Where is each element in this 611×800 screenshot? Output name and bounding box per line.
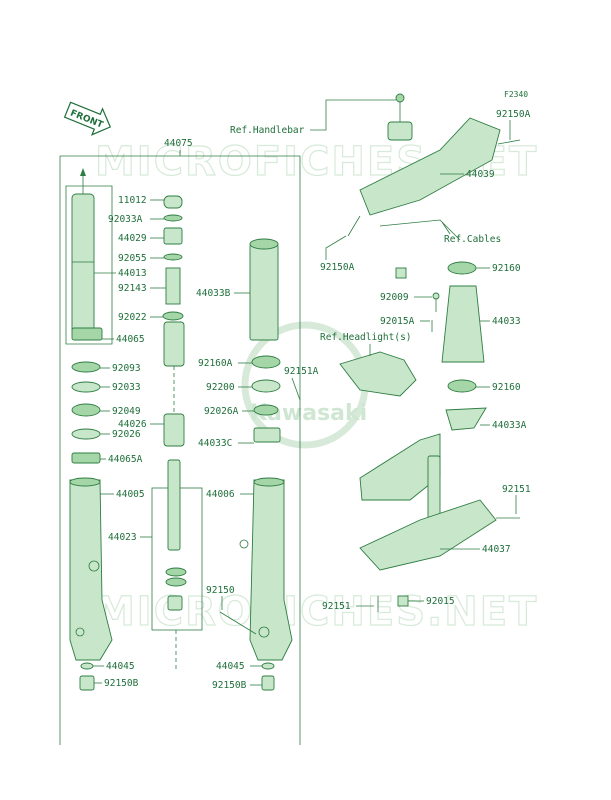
inner-tube-44013 bbox=[71, 168, 95, 335]
ref-headlight: Ref.Headlight(s) bbox=[320, 332, 412, 343]
figure-code: F2340 bbox=[504, 90, 528, 99]
label-44065a: 44065A bbox=[108, 454, 143, 465]
label-92151-right: 92151 bbox=[502, 484, 531, 495]
washer-92022 bbox=[162, 311, 184, 321]
label-44045-right: 44045 bbox=[216, 661, 245, 672]
label-92200: 92200 bbox=[206, 382, 235, 393]
group-bracket-44075 bbox=[60, 150, 301, 745]
label-44033: 44033 bbox=[492, 316, 521, 327]
label-44033a: 44033A bbox=[492, 420, 527, 431]
label-44033b: 44033B bbox=[196, 288, 231, 299]
seal-92160-top bbox=[447, 261, 477, 275]
cover-44033a bbox=[445, 407, 487, 431]
label-92160-bottom: 92160 bbox=[492, 382, 521, 393]
label-92009: 92009 bbox=[380, 292, 409, 303]
upper-bracket-44039 bbox=[347, 93, 521, 241]
watermark-bottom: MICROFICHES.NET bbox=[95, 589, 538, 635]
damper-44023 bbox=[151, 459, 203, 670]
washer-92026 bbox=[71, 428, 101, 440]
outer-tube-44006 bbox=[239, 477, 293, 661]
label-44013: 44013 bbox=[118, 268, 147, 279]
label-11012: 11012 bbox=[118, 195, 147, 206]
tube-44033b bbox=[249, 238, 279, 341]
label-92055: 92055 bbox=[118, 253, 147, 264]
label-92026: 92026 bbox=[112, 429, 141, 440]
outer-tube-44005 bbox=[69, 477, 113, 661]
screw-92151a bbox=[291, 377, 301, 401]
label-92143: 92143 bbox=[118, 283, 147, 294]
oring-92055 bbox=[163, 253, 183, 261]
headlight-bracket bbox=[339, 351, 417, 397]
label-92049: 92049 bbox=[112, 406, 141, 417]
washer-92200 bbox=[251, 379, 281, 393]
label-44075: 44075 bbox=[164, 138, 193, 149]
label-92015: 92015 bbox=[426, 596, 455, 607]
label-92033a: 92033A bbox=[108, 214, 143, 225]
clip-92033 bbox=[71, 381, 101, 393]
label-92151a: 92151A bbox=[284, 366, 319, 377]
washer-44045-left bbox=[80, 662, 94, 670]
nut-92150a bbox=[395, 267, 407, 279]
cover-44033c bbox=[253, 427, 281, 443]
label-92160-top: 92160 bbox=[492, 263, 521, 274]
label-92033: 92033 bbox=[112, 382, 141, 393]
label-44026: 44026 bbox=[118, 419, 147, 430]
label-44005: 44005 bbox=[116, 489, 145, 500]
inner-bracket-44013 bbox=[65, 185, 113, 345]
label-92150: 92150 bbox=[206, 585, 235, 596]
label-92150b-right: 92150B bbox=[212, 680, 247, 691]
bolt-92150b-right bbox=[261, 675, 275, 691]
ref-handlebar: Ref.Handlebar bbox=[230, 125, 305, 136]
label-92015a: 92015A bbox=[380, 316, 415, 327]
seal-92160-bottom bbox=[447, 379, 477, 393]
seal-92093 bbox=[71, 361, 101, 373]
front-arrow-icon: FRONT bbox=[63, 101, 112, 136]
cap-11012 bbox=[163, 195, 183, 209]
label-44033c: 44033C bbox=[198, 438, 232, 449]
oring-92026a bbox=[253, 404, 279, 416]
seal-92160a bbox=[251, 355, 281, 369]
label-92026a: 92026A bbox=[204, 406, 239, 417]
label-92160a: 92160A bbox=[198, 358, 233, 369]
label-44065: 44065 bbox=[116, 334, 145, 345]
cover-44033 bbox=[441, 285, 485, 363]
adjuster-44029 bbox=[163, 227, 183, 245]
ref-cables: Ref.Cables bbox=[444, 234, 501, 245]
bolt-92150 bbox=[219, 611, 257, 635]
bushing-44065 bbox=[71, 327, 103, 341]
label-92150b-left: 92150B bbox=[104, 678, 139, 689]
label-44029: 44029 bbox=[118, 233, 147, 244]
oring-92033a bbox=[163, 214, 183, 222]
label-group: 11012 92033A 44029 92055 44013 92143 920… bbox=[93, 99, 531, 691]
spacer-92143 bbox=[165, 267, 181, 305]
label-44023: 44023 bbox=[108, 532, 137, 543]
bolt-92150b-left bbox=[79, 675, 95, 691]
label-92150a-mid: 92150A bbox=[320, 262, 355, 273]
label-92093: 92093 bbox=[112, 363, 141, 374]
spring-44026 bbox=[163, 321, 185, 447]
label-44045-left: 44045 bbox=[106, 661, 135, 672]
seal-92049 bbox=[71, 403, 101, 417]
label-44006: 44006 bbox=[206, 489, 235, 500]
label-92151-bottom: 92151 bbox=[322, 601, 351, 612]
label-44039: 44039 bbox=[466, 169, 495, 180]
bushing-44065a bbox=[71, 452, 101, 464]
label-92150a-top: 92150A bbox=[496, 109, 531, 120]
washer-44045-right bbox=[261, 662, 275, 670]
label-44037: 44037 bbox=[482, 544, 511, 555]
steering-stem-44037 bbox=[359, 433, 520, 571]
nut-92015 bbox=[397, 595, 409, 607]
label-92022: 92022 bbox=[118, 312, 147, 323]
